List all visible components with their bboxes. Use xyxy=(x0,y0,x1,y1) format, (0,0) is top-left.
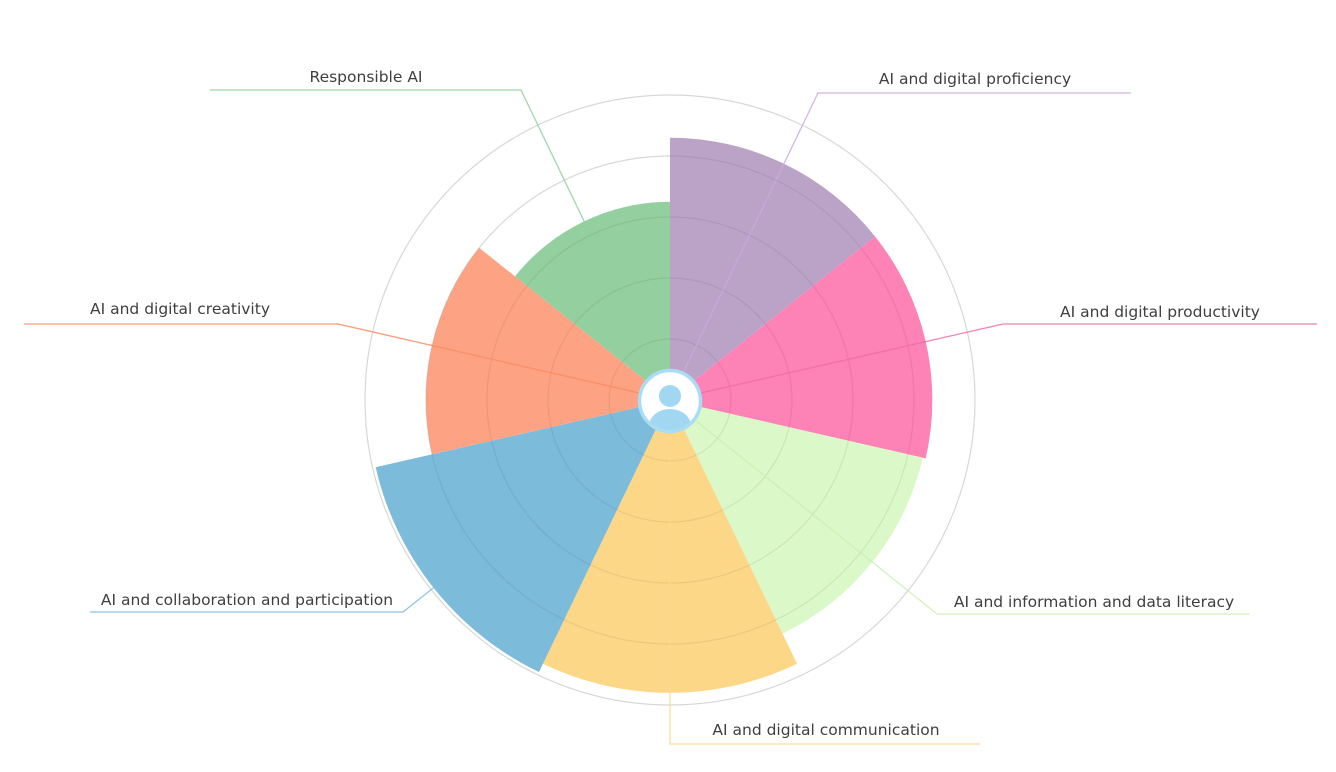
leader-line xyxy=(24,323,671,401)
avatar-border xyxy=(637,368,703,434)
leader-line xyxy=(669,399,1250,615)
sector-ai-and-digital-proficiency[interactable] xyxy=(670,137,876,400)
leader-line xyxy=(669,92,1131,401)
sector-ai-and-collaboration-and-participation[interactable] xyxy=(375,400,670,673)
sector-ai-and-digital-productivity[interactable] xyxy=(670,236,933,459)
leader-line xyxy=(90,399,671,613)
sector-responsible-ai[interactable] xyxy=(515,201,670,400)
sector-ai-and-digital-creativity[interactable] xyxy=(426,247,670,455)
category-label: AI and digital proficiency xyxy=(879,70,1071,88)
category-labels: AI and digital proficiency AI and digital… xyxy=(90,68,1260,739)
leader-line xyxy=(669,400,980,745)
category-label: AI and digital creativity xyxy=(90,300,270,318)
user-avatar-icon xyxy=(649,385,691,430)
center-avatar xyxy=(637,368,703,434)
leader-line xyxy=(210,89,671,401)
category-label: AI and information and data literacy xyxy=(954,593,1234,611)
category-label: AI and digital communication xyxy=(712,721,939,739)
category-label: Responsible AI xyxy=(310,68,423,86)
sector-ai-and-information-and-data-literacy[interactable] xyxy=(670,400,923,634)
category-label: AI and digital productivity xyxy=(1060,303,1260,321)
leader-lines xyxy=(24,89,1317,745)
leader-line xyxy=(669,323,1317,401)
chart-sectors xyxy=(375,137,933,693)
category-label: AI and collaboration and participation xyxy=(101,591,393,609)
